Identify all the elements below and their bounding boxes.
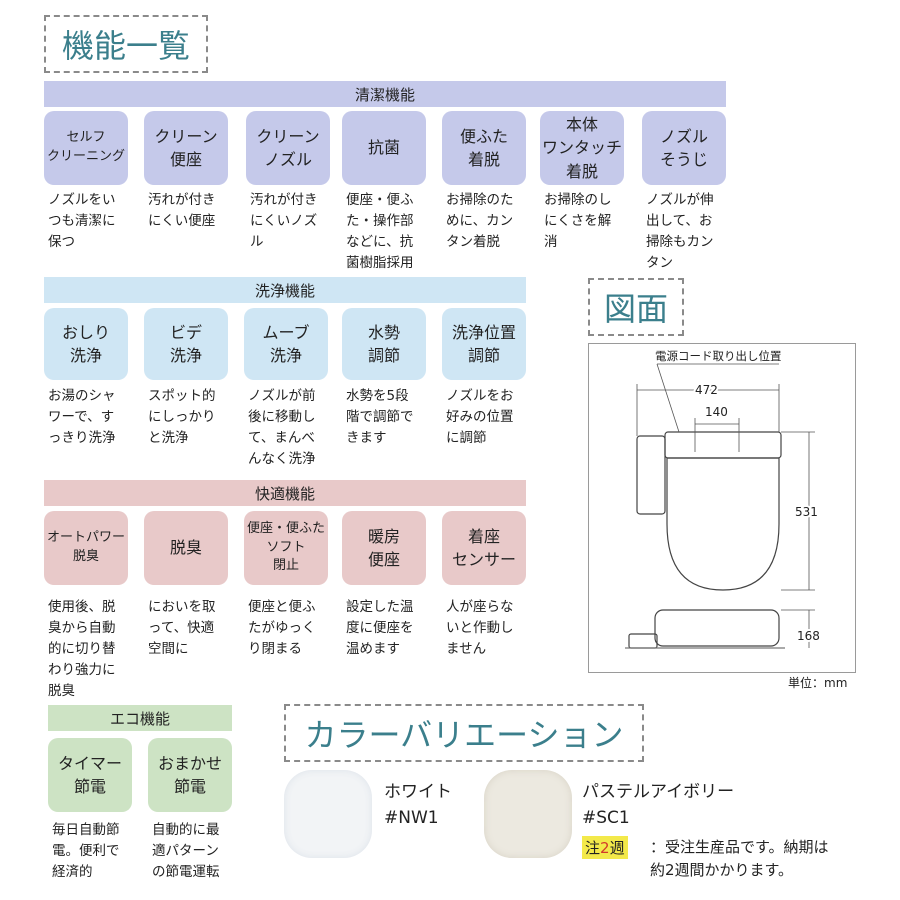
comfort-tile: 便座・便ふた ソフト 閉止 — [244, 511, 328, 585]
ivory-color-label: パステルアイボリー#SC1 — [582, 782, 735, 828]
eco-tile: おまかせ 節電 — [148, 738, 232, 812]
cleaning-tile: 本体 ワンタッチ 着脱 — [540, 111, 624, 185]
dimension-drawing: 電源コード取り出し位置 472 140 531 168 — [588, 343, 856, 673]
cleaning-tile: セルフ クリーニング — [44, 111, 128, 185]
eco-section-bar: エコ機能 — [48, 705, 232, 731]
cleaning-description: 便座・便ふ た・操作部 などに、抗 菌樹脂採用 — [346, 192, 414, 271]
unit-label: 単位：mm — [788, 676, 848, 690]
comfort-tile: オートパワー 脱臭 — [44, 511, 128, 585]
comfort-description: 便座と便ふ たがゆっく り閉まる — [248, 599, 316, 657]
note-badge: 注2週 — [582, 836, 628, 859]
comfort-tile: 脱臭 — [144, 511, 228, 585]
eco-tile: タイマー 節電 — [48, 738, 132, 812]
washing-tile: おしり 洗浄 — [44, 308, 128, 380]
comfort-tile: 暖房 便座 — [342, 511, 426, 585]
cleaning-description: お掃除のた めに、カン タン着脱 — [446, 192, 514, 250]
dimension-length-label: 531 — [795, 505, 818, 519]
washing-tile: ムーブ 洗浄 — [244, 308, 328, 380]
cleaning-tile: ノズル そうじ — [642, 111, 726, 185]
washing-section-bar: 洗浄機能 — [44, 277, 526, 303]
cleaning-tile: クリーン ノズル — [246, 111, 330, 185]
comfort-section-bar: 快適機能 — [44, 480, 526, 506]
white-swatch — [284, 770, 372, 858]
color-variation-title: カラーバリエーション — [284, 704, 644, 762]
eco-description: 毎日自動節 電。便利で 経済的 — [52, 822, 120, 880]
washing-description: ノズルをお 好みの位置 に調節 — [446, 388, 514, 446]
tank-outline — [636, 435, 666, 515]
features-title: 機能一覧 — [44, 15, 208, 73]
comfort-description: 使用後、脱 臭から自動 的に切り替 わり強力に 脱臭 — [48, 599, 116, 699]
comfort-description: 設定した温 度に便座を 温めます — [346, 599, 414, 657]
note-text: ：受注生産品です。納期は 約2週間かかります。 — [650, 838, 829, 880]
washing-description: 水勢を5段 階で調節で きます — [346, 388, 414, 446]
seat-outline — [666, 457, 780, 591]
ivory-swatch — [484, 770, 572, 858]
cleaning-tile: クリーン 便座 — [144, 111, 228, 185]
hinge-outline — [664, 431, 782, 459]
cleaning-tile: 便ふた 着脱 — [442, 111, 526, 185]
side-base-outline — [628, 633, 658, 649]
washing-description: ノズルが前 後に移動し て、まんべ んなく洗浄 — [248, 388, 316, 467]
cleaning-description: 汚れが付き にくいノズ ル — [250, 192, 318, 250]
toilet-seat-drawing: 電源コード取り出し位置 472 140 531 168 — [625, 349, 822, 649]
washing-description: お湯のシャ ワーで、す っきり洗浄 — [48, 388, 116, 446]
washing-tile: 水勢 調節 — [342, 308, 426, 380]
white-color-label: ホワイト#NW1 — [384, 782, 452, 828]
cleaning-tile: 抗菌 — [342, 111, 426, 185]
eco-description: 自動的に最 適パターン の節電運転 — [152, 822, 220, 880]
cleaning-section-bar: 清潔機能 — [44, 81, 726, 107]
cleaning-description: ノズルをい つも清潔に 保つ — [48, 192, 116, 250]
cleaning-description: お掃除のし にくさを解 消 — [544, 192, 612, 250]
comfort-description: 人が座らな いと作動し ません — [446, 599, 514, 657]
power-cord-label: 電源コード取り出し位置 — [655, 349, 782, 363]
washing-tile: 洗浄位置 調節 — [442, 308, 526, 380]
cleaning-description: ノズルが伸 出して、お 掃除もカン タン — [646, 192, 714, 271]
cleaning-description: 汚れが付き にくい便座 — [148, 192, 216, 229]
comfort-description: においを取 って、快適 空間に — [148, 599, 216, 657]
dimension-width-label: 472 — [695, 383, 718, 397]
dimension-height-label: 168 — [797, 629, 820, 643]
diagram-title: 図面 — [588, 278, 684, 336]
washing-tile: ビデ 洗浄 — [144, 308, 228, 380]
dimension-inner-label: 140 — [705, 405, 728, 419]
comfort-tile: 着座 センサー — [442, 511, 526, 585]
side-body-outline — [654, 609, 780, 647]
washing-description: スポット的 にしっかり と洗浄 — [148, 388, 216, 446]
